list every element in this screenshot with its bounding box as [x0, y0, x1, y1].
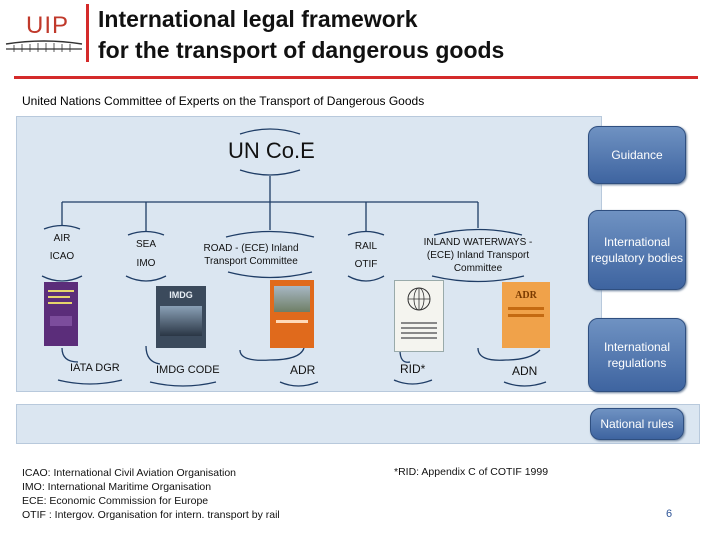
rail-track-logo-icon	[5, 40, 83, 52]
adn-book-icon: ADR	[502, 282, 550, 348]
subtitle: United Nations Committee of Experts on t…	[22, 94, 425, 108]
iata-dgr-book-icon	[44, 282, 78, 346]
doc-imdg-code: IMDG CODE	[156, 364, 220, 376]
uip-logo-text: UIP	[26, 12, 70, 39]
legend-icao: ICAO: International Civil Aviation Organ…	[22, 467, 236, 479]
doc-rid: RID*	[400, 362, 426, 376]
adn-book-label: ADR	[515, 290, 537, 301]
legend-imo: IMO: International Maritime Organisation	[22, 481, 212, 493]
mode-sea: SEA	[135, 239, 156, 250]
logo-divider	[86, 4, 89, 62]
legend-otif: OTIF : Intergov. Organisation for intern…	[22, 509, 280, 521]
mode-rail: RAIL	[354, 241, 378, 252]
un-coe-root: UN Co.E	[228, 138, 315, 163]
mode-air: AIR	[53, 233, 71, 244]
imdg-code-book-icon: IMDG	[156, 286, 206, 348]
title-line-1: International legal framework	[98, 6, 418, 32]
doc-iata-dgr: IATA DGR	[70, 362, 120, 374]
body-imo: IMO	[136, 258, 156, 269]
guidance-box: Guidance	[588, 126, 686, 184]
rid-book-icon	[394, 280, 444, 352]
doc-adn: ADN	[512, 364, 538, 378]
title-line-2: for the transport of dangerous goods	[98, 37, 505, 63]
abbreviation-legend: ICAO: International Civil Aviation Organ…	[22, 466, 280, 522]
legend-ece: ECE: Economic Commission for Europe	[22, 495, 209, 507]
title-rule	[14, 76, 698, 79]
rid-footnote: *RID: Appendix C of COTIF 1999	[394, 466, 549, 478]
page-number: 6	[666, 508, 673, 520]
mode-road: ROAD - (ECE) Inland Transport Committee	[203, 243, 299, 267]
mode-inland-waterways: INLAND WATERWAYS - (ECE) Inland Transpor…	[423, 237, 533, 274]
adr-book-icon	[270, 280, 314, 348]
regulations-box: International regulations	[588, 318, 686, 392]
imdg-book-label: IMDG	[169, 290, 193, 300]
body-otif: OTIF	[354, 259, 378, 270]
un-emblem-icon	[407, 287, 431, 311]
national-rules-box: National rules	[590, 408, 684, 440]
regulatory-bodies-box: International regulatory bodies	[588, 210, 686, 290]
body-icao: ICAO	[49, 251, 75, 262]
doc-adr: ADR	[290, 363, 316, 377]
page-title: International legal framework for the tr…	[98, 4, 504, 66]
national-rules-band	[16, 404, 700, 444]
